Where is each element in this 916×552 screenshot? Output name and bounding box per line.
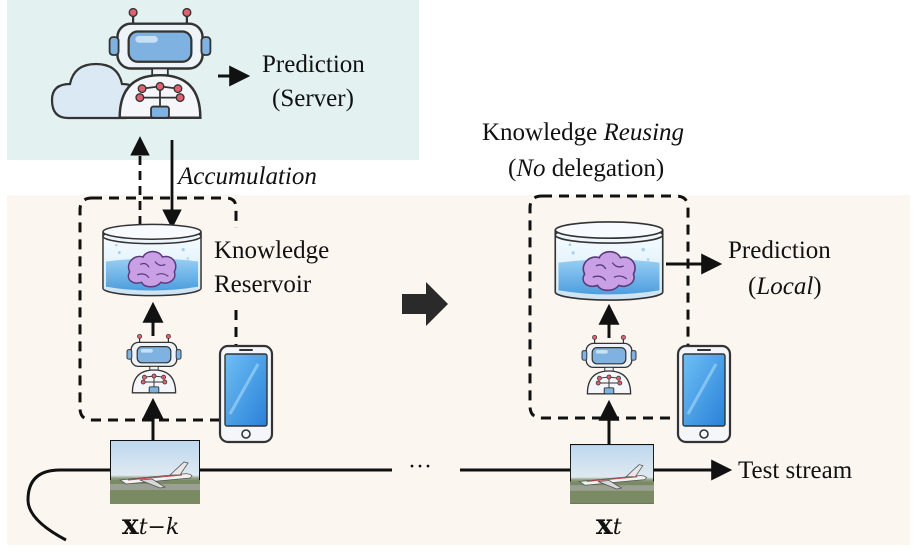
reusing-title-italic: Reusing <box>603 119 685 146</box>
right-input-label: xt <box>596 510 622 543</box>
reusing-subtitle-rest: delegation) <box>545 155 665 182</box>
left-airplane-image-icon <box>110 440 200 504</box>
stream-loop <box>26 468 110 542</box>
reusing-subtitle: (No delegation) <box>508 154 664 184</box>
left-input-subscript: t−k <box>138 515 180 540</box>
left-input-symbol: x <box>122 508 139 541</box>
right-brain-jar-icon <box>554 221 664 301</box>
reusing-title: Knowledge Reusing <box>482 118 684 148</box>
server-robot-icon <box>108 7 212 120</box>
accumulation-label: Accumulation <box>178 163 317 190</box>
reservoir-label-line1: Knowledge <box>214 237 330 264</box>
local-prediction-sub-italic: Local <box>756 273 814 300</box>
reusing-subtitle-open: ( <box>508 155 517 182</box>
left-robot-icon <box>126 333 182 394</box>
reusing-title-prefix: Knowledge <box>482 119 604 146</box>
left-brain-jar-icon <box>102 223 202 297</box>
left-phone-icon <box>218 344 274 444</box>
server-region <box>7 0 419 160</box>
left-device-box <box>78 196 238 422</box>
reservoir-label-line2: Reservoir <box>214 271 312 298</box>
local-prediction-sub: (Local) <box>748 272 822 302</box>
stream-ellipsis: ··· <box>408 454 432 480</box>
right-robot-icon <box>581 334 637 395</box>
right-input-symbol: x <box>596 508 613 541</box>
local-prediction-label: Prediction <box>728 237 831 264</box>
test-stream-label: Test stream <box>738 457 853 484</box>
local-prediction-sub-open: ( <box>748 273 757 300</box>
server-prediction-sub: (Server) <box>272 85 354 112</box>
transition-arrow-icon <box>402 282 448 326</box>
reusing-subtitle-italic: No <box>516 155 546 182</box>
local-prediction-sub-close: ) <box>813 273 822 300</box>
server-prediction-label: Prediction <box>262 51 365 78</box>
right-phone-icon <box>676 344 732 444</box>
left-input-label: xt−k <box>122 510 179 543</box>
right-input-subscript: t <box>612 515 622 540</box>
right-airplane-image-icon <box>570 444 654 504</box>
